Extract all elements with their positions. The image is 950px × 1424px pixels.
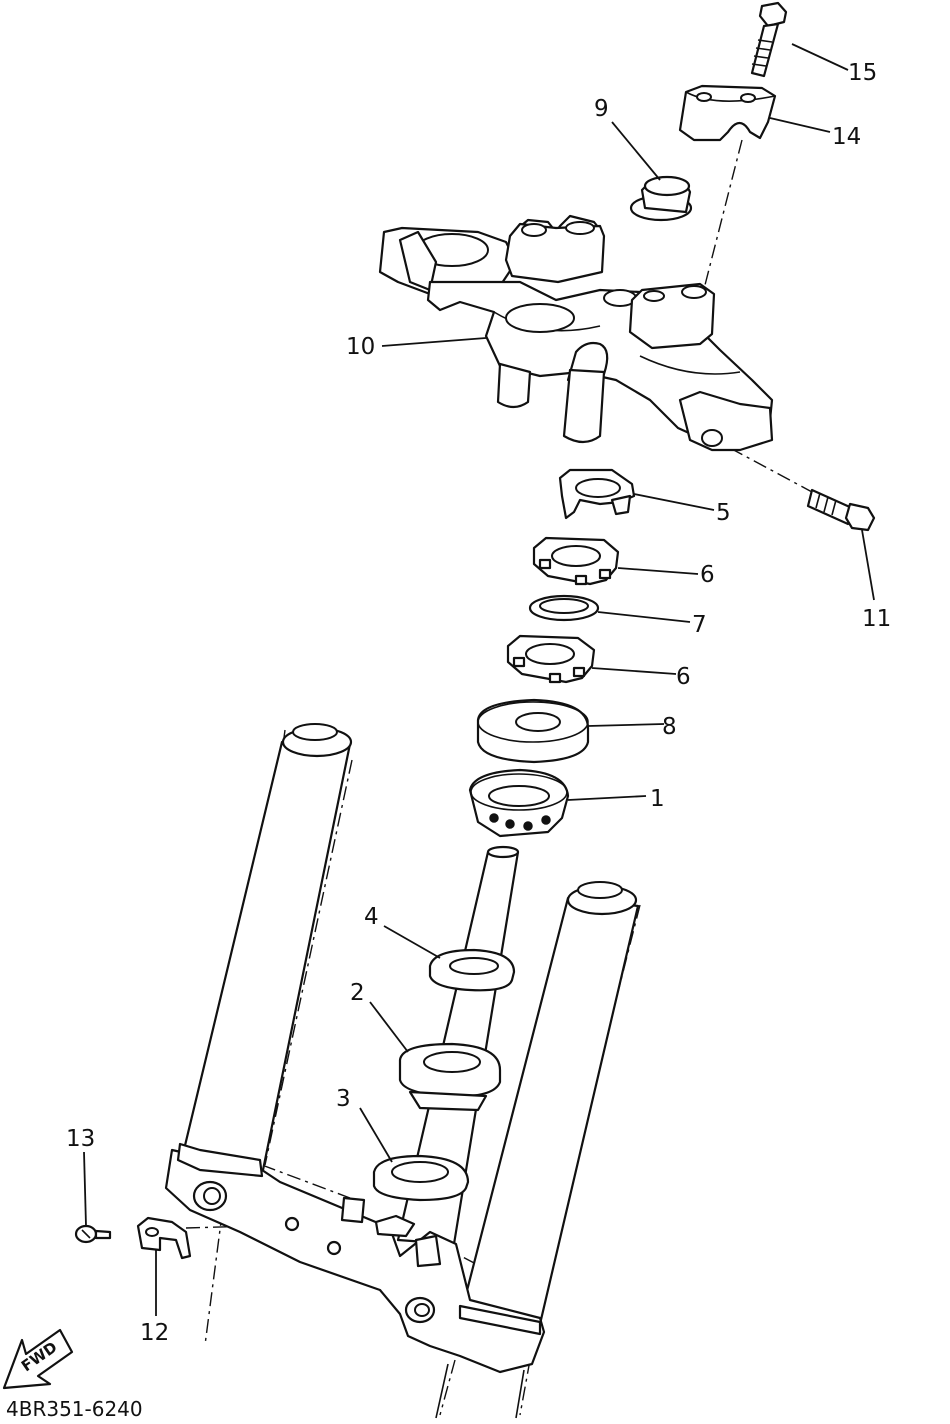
part-5-lock-washer — [558, 468, 636, 520]
under-bracket — [164, 1142, 546, 1374]
left-fork-tube — [180, 723, 353, 1172]
callout-numbers: 15 14 9 10 5 6 7 6 8 1 11 4 2 3 13 12 — [66, 60, 891, 1346]
part-6-ring-nut-lower — [506, 634, 596, 684]
part-13-screw — [74, 1224, 112, 1244]
callout-13: 13 — [66, 1126, 95, 1152]
fwd-arrow-icon: FWD — [2, 1328, 74, 1390]
callout-2: 2 — [350, 980, 365, 1006]
callout-15: 15 — [848, 60, 877, 86]
part-9-nut — [629, 175, 693, 222]
callout-5: 5 — [716, 500, 731, 526]
part-4-washer — [428, 948, 516, 992]
callout-6-lower: 6 — [676, 664, 691, 690]
right-fork-tube — [460, 881, 640, 1326]
callout-7: 7 — [692, 612, 707, 638]
callout-12: 12 — [140, 1320, 169, 1346]
callout-1: 1 — [650, 786, 665, 812]
part-7-rubber-washer — [528, 594, 600, 622]
callout-14: 14 — [832, 124, 861, 150]
part-1-bearing — [468, 768, 570, 838]
callout-9: 9 — [594, 96, 609, 122]
callout-8: 8 — [662, 714, 677, 740]
part-11-bolt — [806, 488, 876, 532]
callout-11: 11 — [862, 606, 891, 632]
callout-3: 3 — [336, 1086, 351, 1112]
part-10-upper-bracket — [378, 214, 774, 452]
part-14-upper-holder — [678, 84, 777, 142]
part-15-bolt — [750, 1, 788, 78]
part-2-bearing — [398, 1042, 502, 1112]
leader-lines — [83, 43, 875, 1316]
callout-10: 10 — [346, 334, 375, 360]
part-12-cable-guide — [136, 1216, 192, 1260]
callout-4: 4 — [364, 904, 379, 930]
part-8-cover — [476, 698, 590, 764]
part-3-washer — [372, 1154, 470, 1202]
drawing-code: 4BR351-6240 — [6, 1397, 143, 1421]
callout-6-upper: 6 — [700, 562, 715, 588]
part-6-ring-nut-upper — [532, 536, 620, 586]
